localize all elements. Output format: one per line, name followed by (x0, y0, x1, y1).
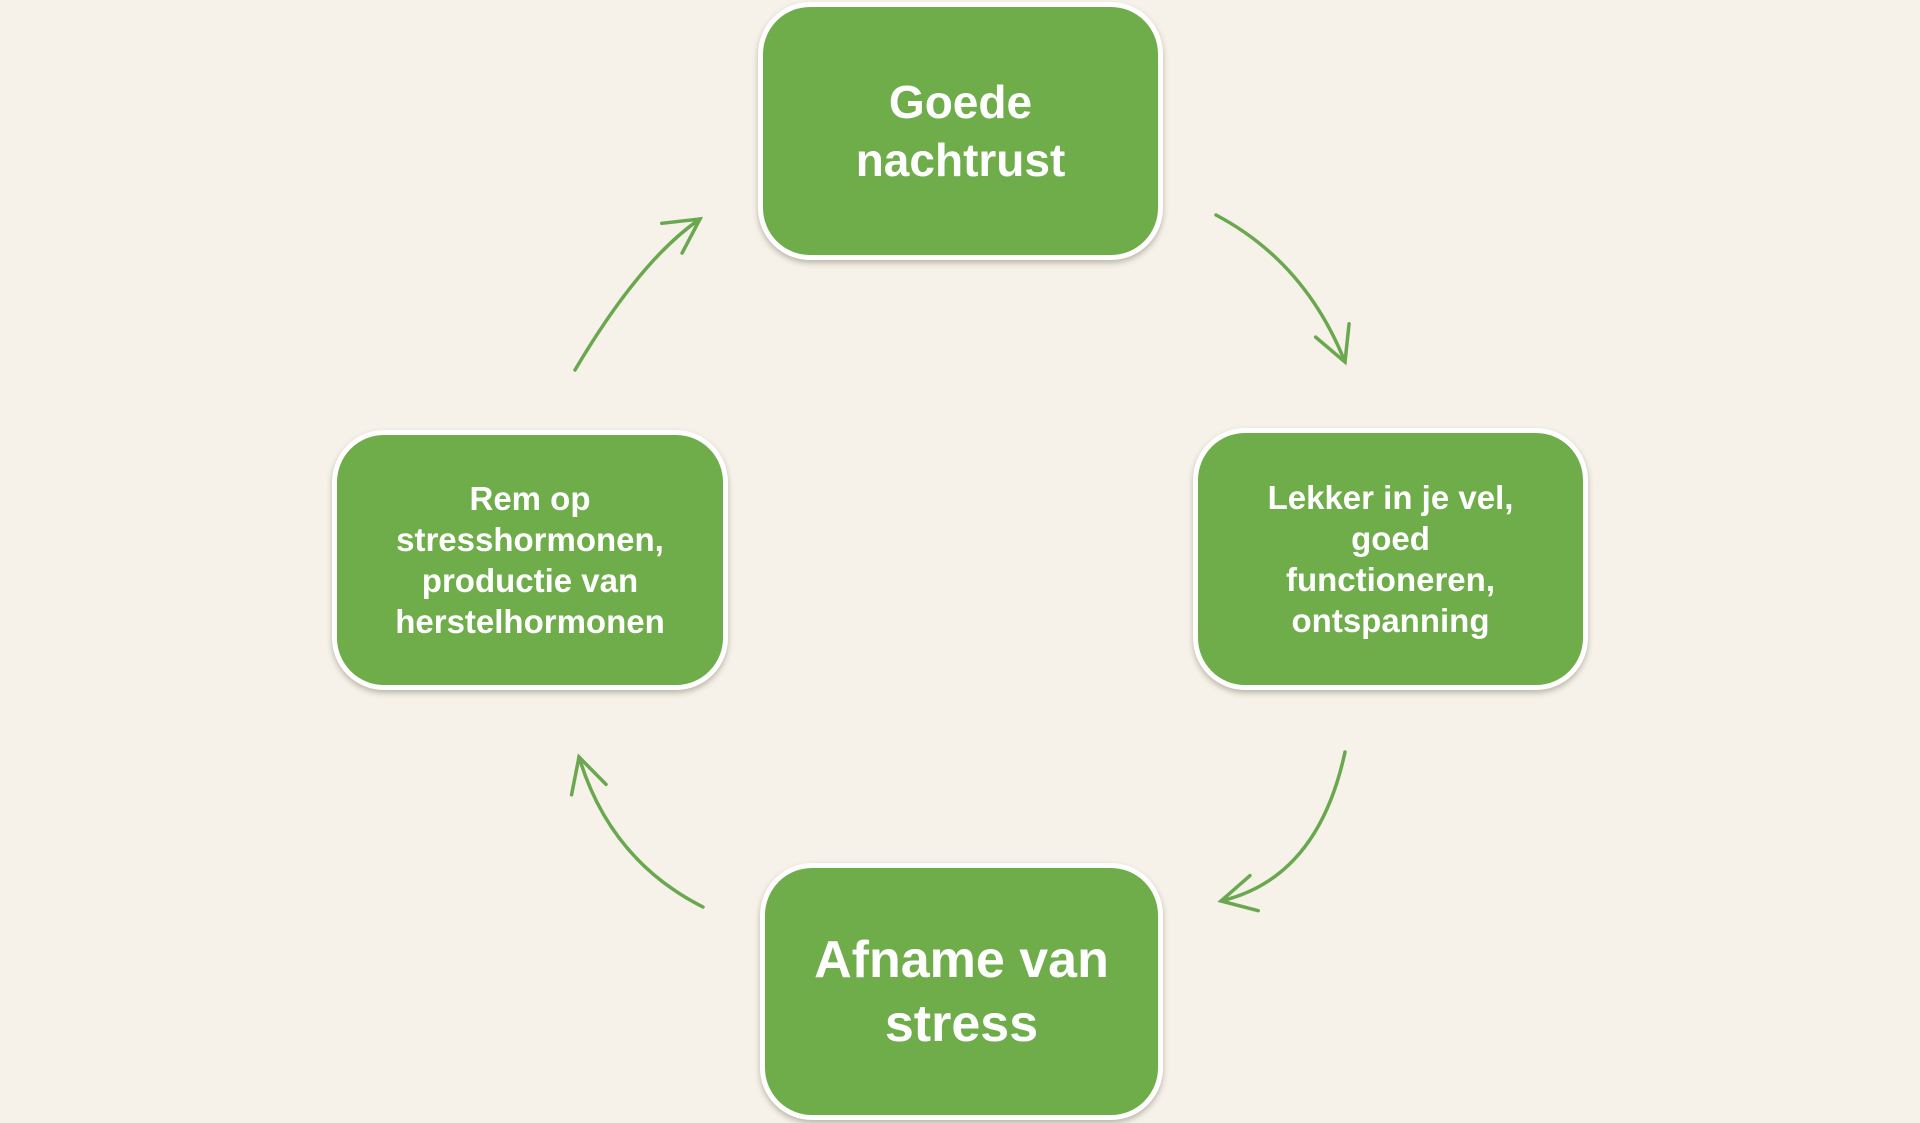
arrow-left-to-top (573, 216, 704, 372)
node-afname-van-stress: Afname van stress (760, 863, 1163, 1120)
arrow-right-to-bottom (1217, 750, 1347, 913)
node-lekker-in-je-vel-label: Lekker in je vel, goed functioneren, ont… (1267, 479, 1514, 639)
node-lekker-in-je-vel: Lekker in je vel, goed functioneren, ont… (1193, 428, 1588, 690)
node-goede-nachtrust-label: Goede nachtrust (855, 76, 1066, 186)
arrow-bottom-to-left (569, 753, 705, 909)
node-rem-op-stresshormonen: Rem op stresshormonen, productie van her… (332, 430, 728, 690)
node-rem-op-stresshormonen-label: Rem op stresshormonen, productie van her… (395, 480, 665, 640)
arrow-top-to-right (1214, 213, 1351, 366)
node-afname-van-stress-label: Afname van stress (814, 930, 1109, 1053)
node-goede-nachtrust: Goede nachtrust (758, 2, 1163, 260)
